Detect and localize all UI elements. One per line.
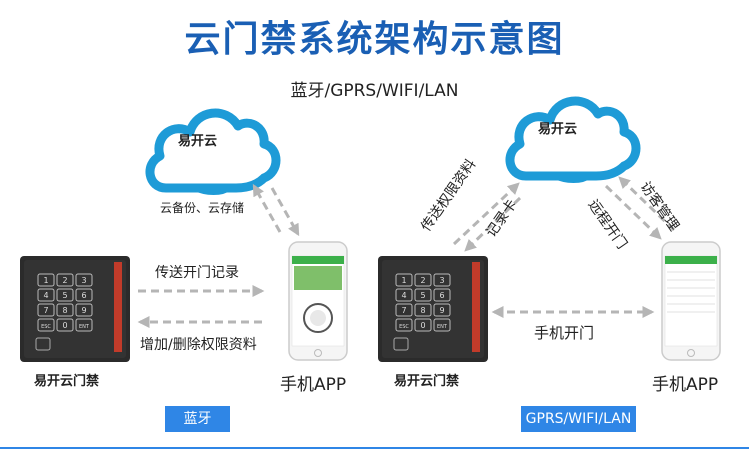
send-records-label: 传送开门记录 bbox=[155, 265, 239, 281]
keypad-key-label: 7 bbox=[43, 306, 48, 315]
keypad-key-label: ESC bbox=[399, 324, 409, 330]
keypad-key bbox=[75, 288, 93, 302]
keypad-key-label: 4 bbox=[401, 291, 406, 300]
keypad-key bbox=[414, 273, 432, 287]
keypad-key bbox=[37, 273, 55, 287]
keypad-key-label: 5 bbox=[420, 291, 425, 300]
left-device-label: 易开云门禁 bbox=[34, 374, 100, 389]
keypad-key-label: 3 bbox=[81, 276, 86, 285]
keypad-key bbox=[414, 303, 432, 317]
keypad-key-label: 0 bbox=[420, 321, 425, 330]
keypad-key bbox=[75, 318, 93, 332]
keypad-key-label: 9 bbox=[81, 306, 86, 315]
phone-open-label: 手机开门 bbox=[534, 324, 595, 342]
keypad-key bbox=[56, 273, 74, 287]
bluetooth-badge: 蓝牙 bbox=[165, 406, 230, 432]
keypad-key bbox=[414, 318, 432, 332]
left-phone-label: 手机APP bbox=[280, 375, 347, 395]
keypad-key bbox=[56, 318, 74, 332]
right-phone-icon bbox=[661, 241, 721, 361]
keypad-key-label: 3 bbox=[439, 276, 444, 285]
keypad-key bbox=[37, 318, 55, 332]
keypad-key bbox=[395, 288, 413, 302]
arrow-left-cloud-down bbox=[270, 187, 300, 237]
left-phone-icon bbox=[288, 241, 348, 361]
keypad-key-label: 4 bbox=[43, 291, 48, 300]
keypad-key-label: 5 bbox=[62, 291, 67, 300]
keypad-key-label: 1 bbox=[43, 276, 48, 285]
keypad-key-label: 8 bbox=[420, 306, 425, 315]
keypad-key-label: ENT bbox=[79, 324, 90, 330]
keypad-key bbox=[433, 288, 451, 302]
keypad-key bbox=[433, 303, 451, 317]
keypad-key bbox=[414, 288, 432, 302]
keypad-key bbox=[56, 303, 74, 317]
edit-permissions-label: 增加/删除权限资料 bbox=[140, 337, 257, 353]
keypad-key-label: 2 bbox=[420, 276, 425, 285]
keypad-key bbox=[395, 303, 413, 317]
right-cloud-label: 易开云 bbox=[538, 122, 578, 137]
keypad-key-label: 9 bbox=[439, 306, 444, 315]
right-device-label: 易开云门禁 bbox=[394, 374, 460, 389]
keypad-key-label: 2 bbox=[62, 276, 67, 285]
keypad-key-label: 0 bbox=[62, 321, 67, 330]
network-badge: GPRS/WIFI/LAN bbox=[521, 406, 636, 432]
keypad-key bbox=[56, 288, 74, 302]
keypad-key-label: 6 bbox=[439, 291, 444, 300]
keypad-key bbox=[37, 303, 55, 317]
keypad-key-label: 1 bbox=[401, 276, 406, 285]
keypad-key-label: 7 bbox=[401, 306, 406, 315]
cloud-backup-note: 云备份、云存储 bbox=[160, 201, 245, 215]
keypad-key bbox=[395, 273, 413, 287]
keypad-key bbox=[75, 303, 93, 317]
right-phone-label: 手机APP bbox=[652, 375, 719, 395]
keypad-key-label: 6 bbox=[81, 291, 86, 300]
keypad-key bbox=[75, 273, 93, 287]
left-cloud-label: 易开云 bbox=[178, 134, 218, 149]
keypad-key bbox=[395, 318, 413, 332]
right-cloud-icon bbox=[505, 96, 641, 183]
arrow-left-cloud-up bbox=[252, 183, 282, 233]
keypad-key bbox=[433, 273, 451, 287]
arrow-right-cloud-up bbox=[452, 182, 520, 246]
left-cloud-icon bbox=[145, 108, 281, 195]
keypad-key-label: ENT bbox=[437, 324, 448, 330]
keypad-key bbox=[433, 318, 451, 332]
keypad-key-label: ESC bbox=[41, 324, 51, 330]
bottom-divider bbox=[0, 447, 749, 449]
keypad-key-label: 8 bbox=[62, 306, 67, 315]
keypad-key bbox=[37, 288, 55, 302]
page-title: 云门禁系统架构示意图 bbox=[184, 19, 565, 60]
connection-subtitle: 蓝牙/GPRS/WIFI/LAN bbox=[290, 81, 459, 101]
